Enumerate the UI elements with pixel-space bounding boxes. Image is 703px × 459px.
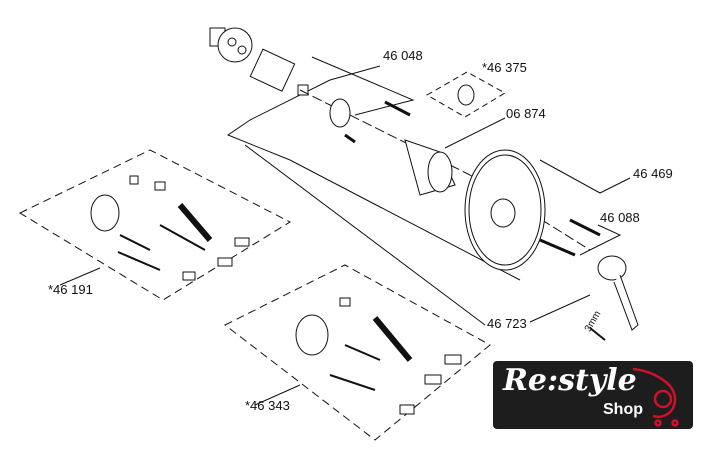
leader-46088 [579, 224, 622, 256]
part-label-46088: 46 088 [600, 210, 640, 225]
kit-46343-parts [295, 297, 462, 415]
part-label-06874: 06 874 [506, 106, 546, 121]
leader-46048 [226, 65, 521, 281]
kit-46343-box [224, 264, 491, 441]
valve-body [209, 27, 309, 96]
part-label-46048: 46 048 [383, 48, 423, 63]
part-label-46375: *46 375 [482, 60, 527, 75]
escutcheon-46469 [464, 149, 546, 271]
part-label-46469: 46 469 [633, 166, 673, 181]
part-label-46723: 46 723 [487, 316, 527, 331]
cap-46375 [457, 84, 475, 106]
leader-06874 [444, 117, 506, 149]
logo-main-text: Re:style [503, 363, 637, 398]
cart-at-icon [632, 367, 679, 427]
sleeve-06874 [404, 139, 456, 196]
leader-46723 [244, 144, 486, 326]
leader-46469 [539, 159, 631, 194]
kit-46375-box [425, 71, 507, 118]
handle-46723 [597, 255, 639, 331]
part-label-46343: *46 343 [245, 398, 290, 413]
logo-sub-text: Shop [603, 401, 643, 418]
nut [329, 98, 351, 128]
part-label-46191: *46 191 [48, 282, 93, 297]
kit-46191-parts [90, 175, 250, 281]
leader-46048b [311, 56, 415, 116]
kit-46191-box [18, 149, 292, 301]
restyle-shop-logo: Re:style Shop [493, 361, 693, 429]
